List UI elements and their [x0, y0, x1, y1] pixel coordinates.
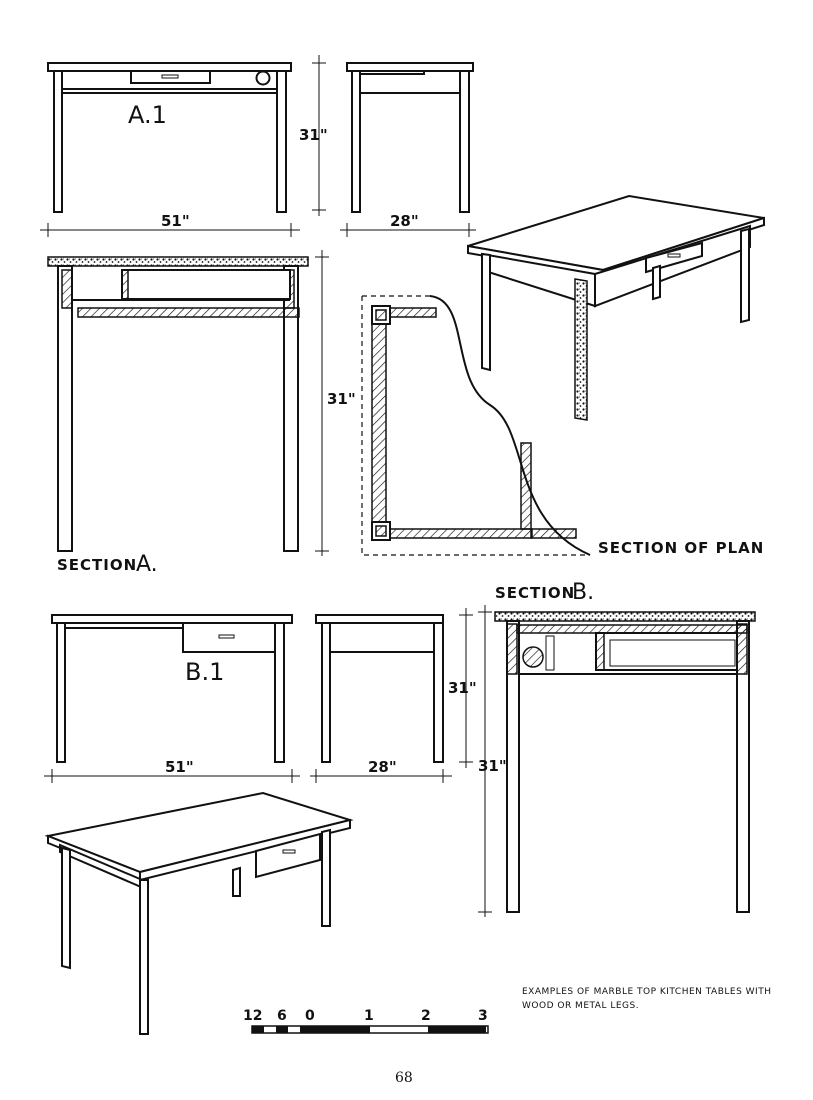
round-leg-section: [522, 646, 544, 668]
section-of-plan-drawing: [361, 295, 591, 556]
scale-tick-0: 12: [243, 1008, 262, 1024]
label-section-a-letter: A.: [136, 552, 158, 577]
dim-a-depth: 28": [390, 212, 419, 230]
dim-section-a-height: 31": [327, 390, 356, 408]
table-b1-front-elevation: B.1: [51, 614, 293, 763]
drawer-section-b: [595, 632, 738, 671]
marble-top-b: [494, 611, 756, 622]
dim-a-height: 31": [299, 126, 328, 144]
label-a1: A.1: [128, 101, 167, 129]
dimension-b-depth: 28": [310, 758, 452, 783]
dimension-b-width: 51": [44, 758, 300, 783]
scale-tick-4: 2: [421, 1008, 431, 1024]
drawer-handle: [161, 74, 179, 79]
label-b1: B.1: [185, 658, 224, 686]
dim-section-b-height: 31": [478, 757, 507, 775]
dimension-section-b-height: 31": [478, 605, 507, 917]
page-number: 68: [395, 1070, 413, 1086]
scale-bar: 12 6 0 1 2 3: [243, 1008, 489, 1034]
dimension-a-depth: 28": [340, 212, 476, 237]
dimension-a-height: 31": [299, 55, 328, 216]
dimension-a-width: 51": [40, 212, 300, 237]
table-b-side-elevation: [315, 614, 444, 763]
drawer-handle-b: [218, 634, 235, 639]
scale-tick-5: 3: [478, 1008, 488, 1024]
dim-b-width: 51": [165, 758, 194, 776]
scale-tick-3: 1: [364, 1008, 374, 1024]
dim-b-height: 31": [448, 679, 477, 697]
table-a-side-elevation: [346, 62, 474, 213]
label-section-b-letter: B.: [572, 580, 594, 605]
scale-tick-1: 6: [277, 1008, 287, 1024]
dimension-section-a-height: 31": [315, 250, 356, 556]
label-section-of-plan: SECTION OF PLAN: [598, 539, 764, 557]
table-a1-front-elevation: A.1: [47, 62, 292, 213]
section-b-drawing: [494, 611, 756, 913]
table-b-perspective: [44, 791, 354, 1035]
scale-tick-2: 0: [305, 1008, 315, 1024]
dimension-b-height: 31": [448, 608, 477, 768]
perspective-drawer-b: [255, 832, 321, 879]
caption-line2: WOOD OR METAL LEGS.: [522, 1001, 639, 1011]
drawer-front: [130, 70, 211, 84]
label-section-b: SECTION: [495, 584, 575, 602]
drawer-knob: [255, 70, 271, 86]
dim-b-depth: 28": [368, 758, 397, 776]
label-section-a: SECTION: [57, 556, 137, 574]
table-a-perspective: [467, 194, 765, 421]
section-a-drawing: [47, 256, 309, 552]
marble-top: [47, 256, 309, 267]
drawer-section: [121, 269, 291, 300]
dim-a-width: 51": [161, 212, 190, 230]
caption-line1: EXAMPLES OF MARBLE TOP KITCHEN TABLES WI…: [522, 987, 771, 997]
